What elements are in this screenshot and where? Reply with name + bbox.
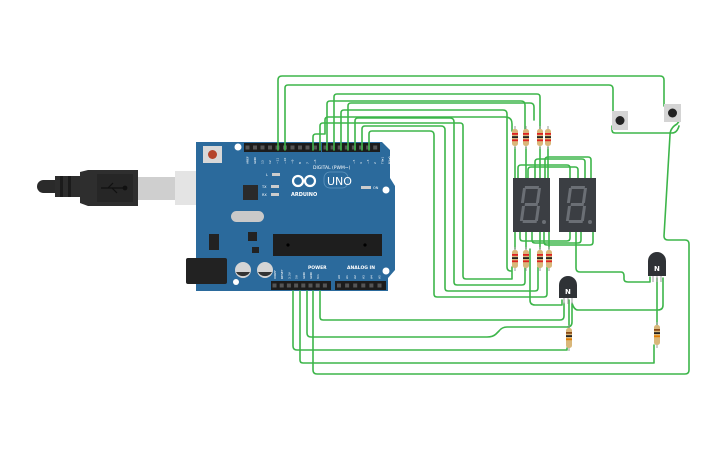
mount-hole — [233, 279, 239, 285]
pin-label: 4 — [359, 162, 363, 164]
resistor[interactable] — [512, 126, 518, 149]
resistor[interactable] — [654, 322, 660, 348]
pin-label: 13 — [261, 160, 265, 164]
resistor[interactable] — [546, 247, 552, 271]
tx-label: TX — [261, 185, 267, 189]
wires[interactable] — [277, 75, 690, 375]
pin-label: A0 — [337, 275, 341, 279]
pin-label: IOREF — [273, 270, 277, 279]
capacitor — [235, 262, 251, 278]
arduino-logo — [291, 174, 317, 188]
l-led — [272, 173, 280, 176]
push-button[interactable] — [664, 104, 681, 122]
pin-label: A2 — [353, 275, 357, 279]
brand-label: ARDUINO — [291, 192, 317, 198]
seven-segment-display[interactable] — [559, 178, 596, 232]
pin-label: A5 — [378, 275, 382, 279]
power-header[interactable] — [271, 281, 331, 290]
power-label: POWER — [308, 265, 327, 271]
pin-label: ~3 — [366, 159, 370, 164]
resistor[interactable] — [545, 126, 551, 149]
pin-label: AREF — [246, 156, 250, 164]
power-jack[interactable] — [186, 258, 227, 284]
pin-label: 7 — [306, 162, 310, 164]
analog-label: ANALOG IN — [347, 265, 375, 271]
model-label: UNO — [327, 175, 352, 188]
pin-label: ~6 — [313, 159, 317, 164]
pin-label: GND — [309, 271, 313, 279]
atmega-chip — [273, 234, 382, 256]
pin-label: 12 — [268, 160, 272, 164]
pin-label: ~10 — [283, 158, 287, 164]
digital-header-right[interactable] — [322, 143, 380, 152]
pin-label: GND — [253, 156, 257, 164]
resistor[interactable] — [537, 126, 543, 149]
seven-segment-display[interactable] — [513, 178, 550, 232]
pin-label: GND — [302, 271, 306, 279]
pin-label: A1 — [345, 275, 349, 279]
pin-label: 8 — [298, 162, 302, 164]
usb-chip — [243, 185, 258, 200]
reset-button[interactable] — [203, 146, 222, 163]
pin-label: ~11 — [276, 158, 280, 164]
pin-label: RESET — [280, 269, 284, 279]
usb-icon — [101, 182, 128, 194]
pin-label: 3.3V — [287, 271, 291, 279]
pin-label: ~5 — [352, 159, 356, 164]
rx-led — [271, 193, 279, 196]
l-label: L — [266, 173, 268, 177]
pin-label: 2 — [373, 162, 377, 164]
transistor-label: N — [654, 265, 660, 273]
on-label: ON — [373, 186, 379, 190]
digital-header-left[interactable] — [244, 143, 321, 152]
pin-label: RX◂0 — [387, 156, 391, 164]
rx-label: RX — [262, 193, 267, 197]
pin-label: ~9 — [291, 159, 295, 164]
arduino-uno-board[interactable]: DIGITAL (PWM~) POWER ANALOG IN ARDUINO U… — [186, 142, 395, 291]
tx-led — [271, 185, 279, 188]
digital-label: DIGITAL (PWM~) — [313, 165, 351, 171]
pin-label: Vin — [316, 274, 320, 279]
pin-label: 5V — [295, 274, 299, 279]
usb-cable[interactable] — [37, 170, 200, 206]
resistor[interactable] — [512, 247, 518, 271]
on-led — [361, 186, 371, 189]
regulator — [209, 234, 219, 250]
mount-hole — [382, 267, 390, 275]
resistor[interactable] — [566, 325, 572, 351]
mount-hole — [382, 186, 390, 194]
transistor-npn[interactable]: N — [648, 252, 666, 282]
resistor[interactable] — [537, 247, 543, 271]
capacitor — [257, 262, 273, 278]
resistor[interactable] — [523, 247, 529, 271]
transistor-npn[interactable]: N — [559, 276, 577, 304]
pin-label: A3 — [361, 275, 365, 279]
resistor[interactable] — [523, 126, 529, 149]
pin-label: TX▸1 — [380, 157, 384, 165]
transistor-label: N — [565, 288, 571, 296]
crystal — [231, 211, 264, 222]
mount-hole — [234, 143, 242, 151]
pin-label: A4 — [369, 275, 373, 279]
analog-header[interactable] — [335, 281, 386, 290]
push-button[interactable] — [612, 111, 628, 130]
